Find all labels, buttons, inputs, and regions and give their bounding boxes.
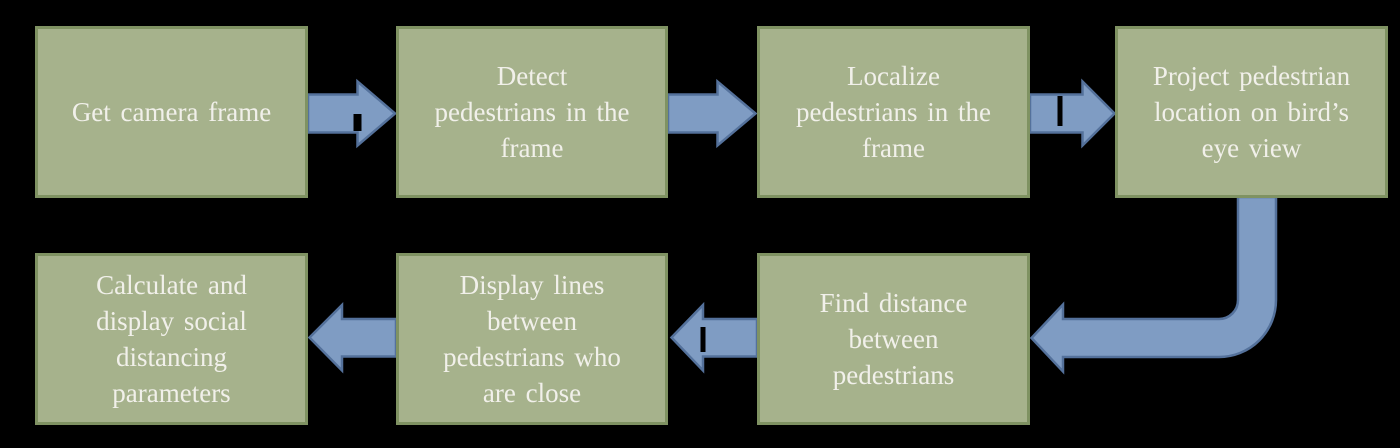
- step-display-lines: Display lines between pedestrians who ar…: [396, 253, 668, 425]
- arrow-find-to-display: [669, 301, 759, 374]
- step-find-distance: Find distance between pedestrians: [757, 253, 1030, 425]
- step-label: Get camera frame: [71, 97, 272, 127]
- step-label: Display lines between pedestrians who ar…: [443, 270, 621, 408]
- step-label: Project pedestrian location on bird’s ey…: [1152, 61, 1351, 163]
- step-calculate-parameters: Calculate and display social distancing …: [35, 253, 308, 425]
- step-label: Calculate and display social distancing …: [96, 270, 247, 408]
- arrow-notch-mark: [1057, 96, 1063, 126]
- step-get-camera-frame: Get camera frame: [35, 26, 308, 198]
- connector-project-to-find: [1029, 195, 1278, 375]
- step-project-birds-eye-view: Project pedestrian location on bird’s ey…: [1115, 26, 1388, 198]
- step-label: Find distance between pedestrians: [819, 288, 968, 390]
- arrow-notch-mark: [353, 114, 362, 131]
- arrow-display-to-calculate: [307, 301, 398, 374]
- arrow-detect-to-localize: [666, 78, 758, 149]
- step-localize-pedestrians: Localize pedestrians in the frame: [757, 26, 1030, 198]
- arrow-localize-to-project: [1028, 78, 1117, 149]
- arrow-get-to-detect: [306, 78, 397, 149]
- arrow-notch-mark: [700, 327, 706, 352]
- step-label: Localize pedestrians in the frame: [796, 61, 991, 163]
- step-label: Detect pedestrians in the frame: [434, 61, 630, 163]
- step-detect-pedestrians: Detect pedestrians in the frame: [396, 26, 668, 198]
